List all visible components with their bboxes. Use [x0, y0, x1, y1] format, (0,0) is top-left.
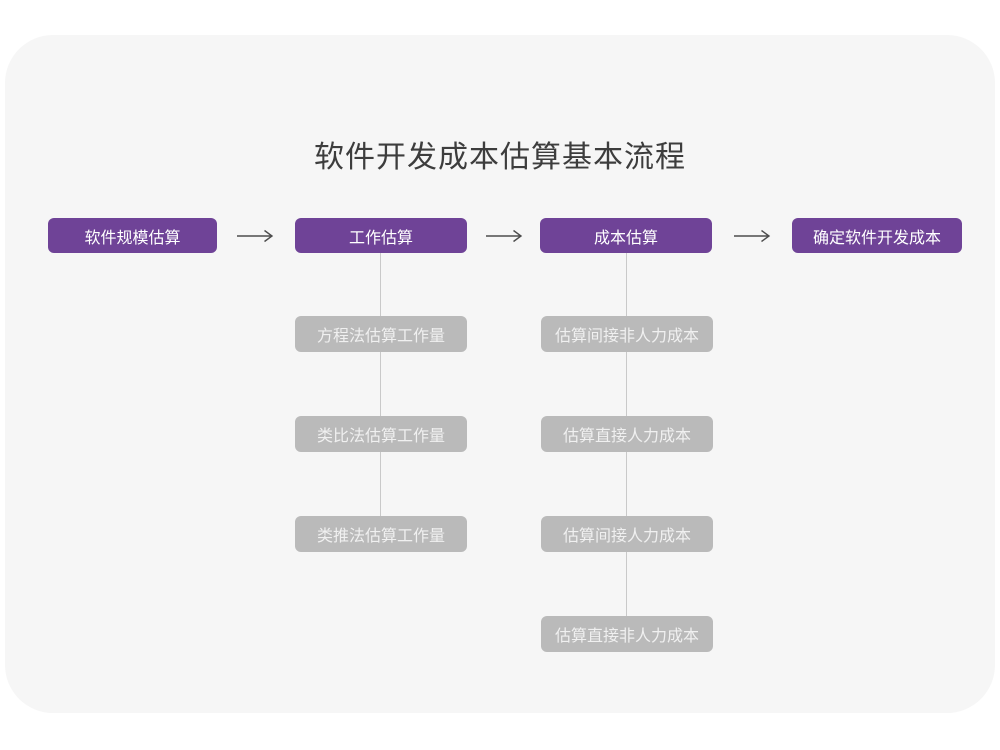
work-method-equation: 方程法估算工作量	[295, 316, 467, 352]
cost-step-direct-labor: 估算直接人力成本	[541, 416, 713, 452]
flowchart-card: 软件开发成本估算基本流程 软件规模估算 工作估算 成本估算 确定软件开发成本 方…	[5, 35, 995, 713]
flow-step-software-scale-estimation: 软件规模估算	[48, 218, 217, 253]
connector-line-work-column	[380, 253, 381, 534]
page-title: 软件开发成本估算基本流程	[314, 141, 686, 174]
work-method-analogy: 类比法估算工作量	[295, 416, 467, 452]
flow-step-determine-dev-cost: 确定软件开发成本	[792, 218, 962, 253]
cost-step-indirect-labor: 估算间接人力成本	[541, 516, 713, 552]
flow-step-work-estimation: 工作估算	[295, 218, 467, 253]
arrow-right-icon	[237, 229, 274, 243]
work-method-extrapolation: 类推法估算工作量	[295, 516, 467, 552]
arrow-right-icon	[486, 229, 523, 243]
cost-step-direct-non-labor: 估算直接非人力成本	[541, 616, 713, 652]
flow-step-cost-estimation: 成本估算	[540, 218, 712, 253]
arrow-right-icon	[734, 229, 771, 243]
cost-step-indirect-non-labor: 估算间接非人力成本	[541, 316, 713, 352]
